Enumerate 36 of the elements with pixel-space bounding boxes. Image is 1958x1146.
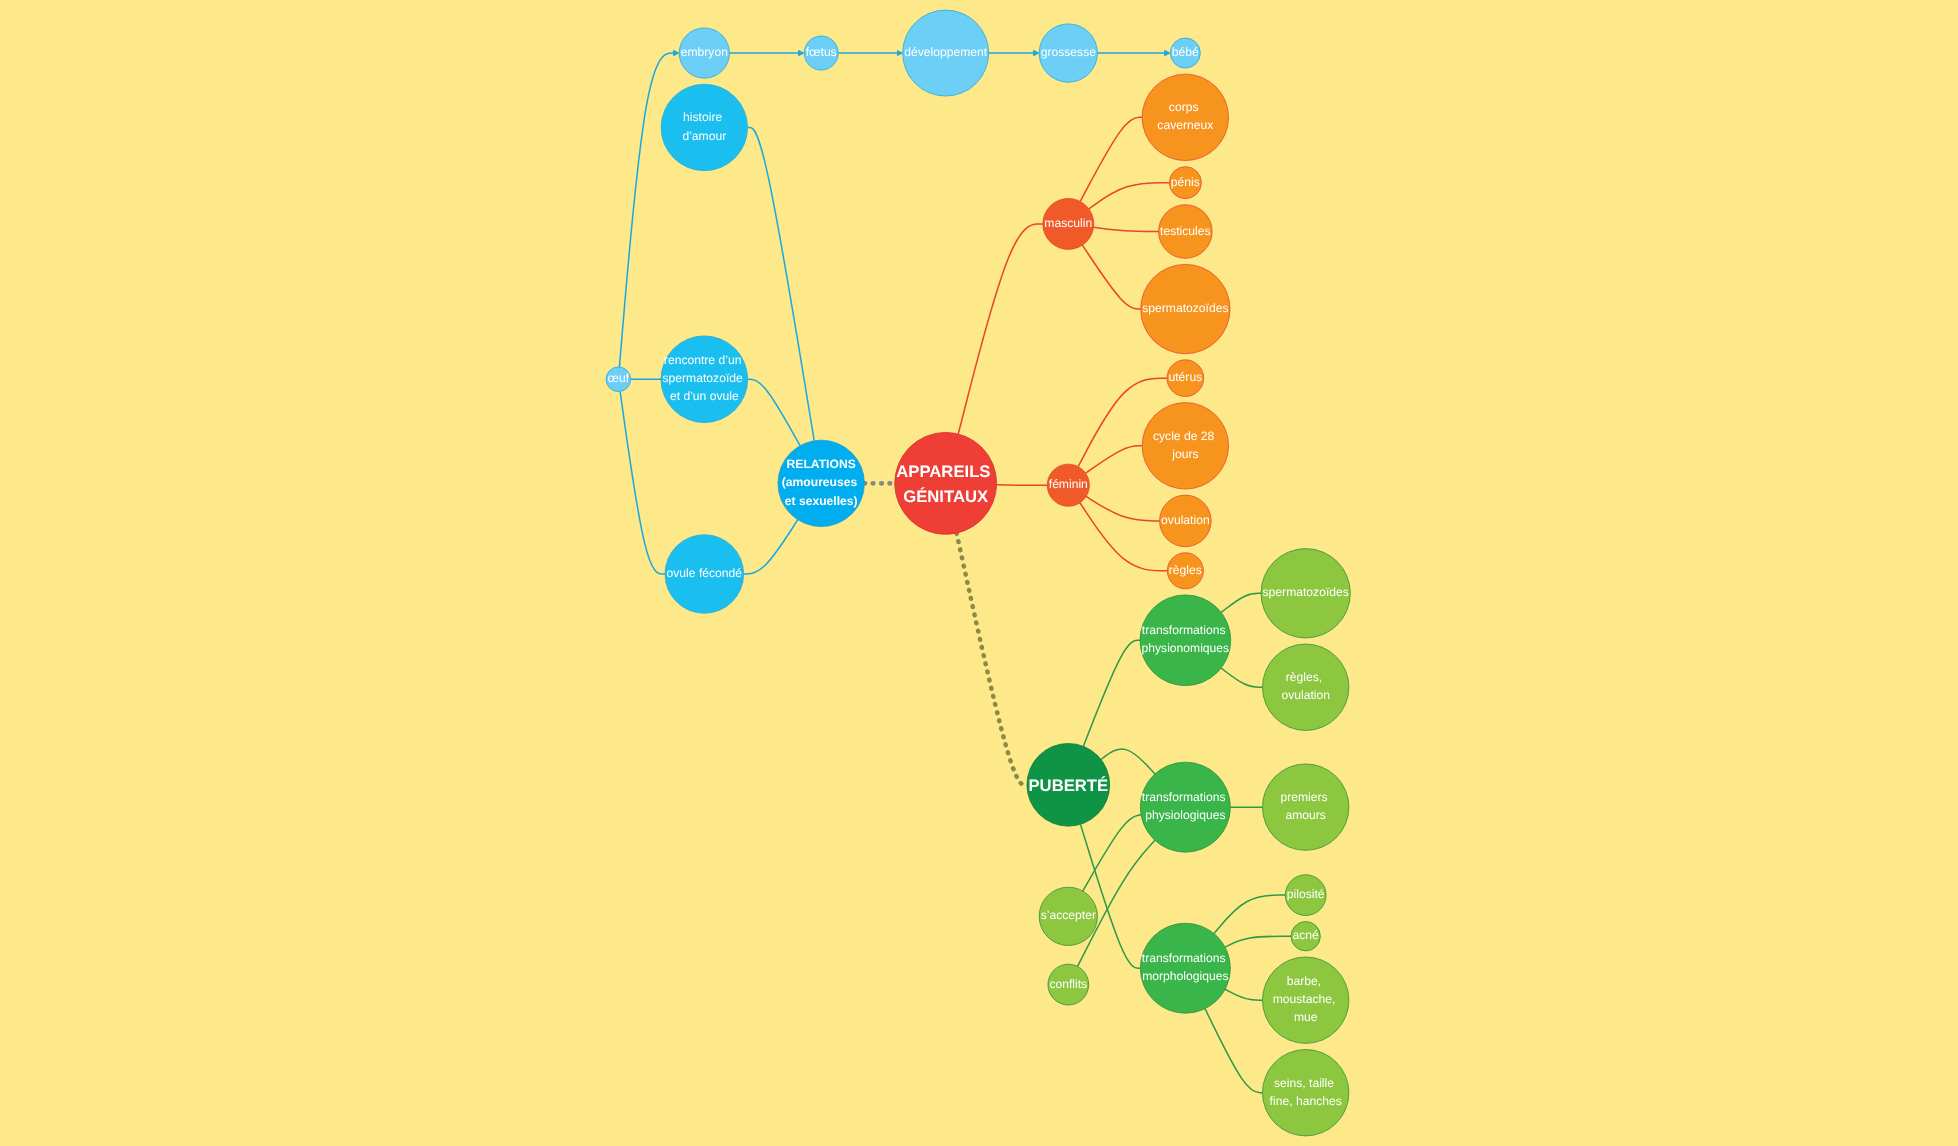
connector (1085, 445, 1144, 474)
connector (620, 390, 667, 575)
arrow (1097, 49, 1172, 57)
connector (1080, 823, 1142, 969)
connector (1093, 226, 1161, 233)
connector (743, 518, 800, 575)
connector (1214, 894, 1287, 935)
connector (1230, 806, 1264, 808)
connector (1101, 748, 1157, 775)
connector (862, 481, 898, 486)
arrow (988, 49, 1041, 57)
connector (1078, 377, 1169, 468)
connector (1205, 1007, 1264, 1094)
connector (1082, 244, 1143, 310)
arrow (838, 49, 904, 57)
connector (1221, 667, 1264, 688)
connector (958, 223, 1045, 435)
connector (1079, 502, 1169, 572)
arrow (729, 49, 806, 57)
connector (747, 378, 802, 447)
connector (1082, 814, 1143, 892)
connector (1077, 839, 1157, 968)
connector (747, 126, 816, 442)
connector (1221, 592, 1263, 614)
connector (1225, 988, 1264, 1001)
connector (996, 484, 1049, 486)
node-circle: PUBERTÉ (1027, 743, 1111, 827)
connector (630, 378, 663, 380)
arrow (619, 49, 681, 368)
node-circle: APPAREILS GÉNITAUX (895, 432, 998, 535)
connector (1083, 639, 1142, 748)
connector (1080, 116, 1144, 203)
connector (1225, 935, 1293, 948)
connector (1088, 181, 1171, 210)
connector (1086, 495, 1162, 522)
connector (955, 530, 1030, 788)
